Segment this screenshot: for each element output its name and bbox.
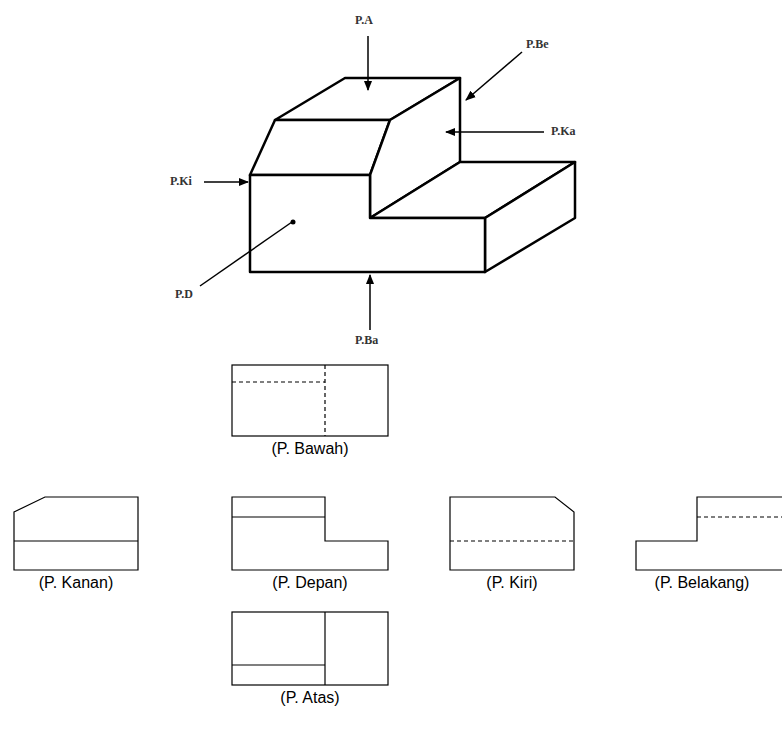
view-arrow-label: P.Be bbox=[526, 38, 549, 51]
isometric-object bbox=[250, 78, 575, 272]
view-caption: (P. Kiri) bbox=[486, 574, 537, 592]
view-arrow-label: P.Ka bbox=[551, 125, 576, 138]
view-arrow-label: P.Ba bbox=[355, 334, 378, 347]
view-caption: (P. Bawah) bbox=[271, 440, 348, 458]
view-arrow-label: P.D bbox=[175, 288, 193, 301]
direction-arrows bbox=[200, 36, 544, 330]
leader-dot bbox=[291, 220, 296, 225]
view-caption: (P. Kanan) bbox=[39, 574, 113, 592]
projection-views bbox=[14, 365, 782, 685]
view-caption: (P. Depan) bbox=[272, 574, 347, 592]
view-caption: (P. Atas) bbox=[280, 689, 339, 707]
view-arrow-label: P.A bbox=[355, 14, 373, 27]
view-arrow-label: P.Ki bbox=[170, 175, 192, 188]
view-caption: (P. Belakang) bbox=[655, 574, 750, 592]
